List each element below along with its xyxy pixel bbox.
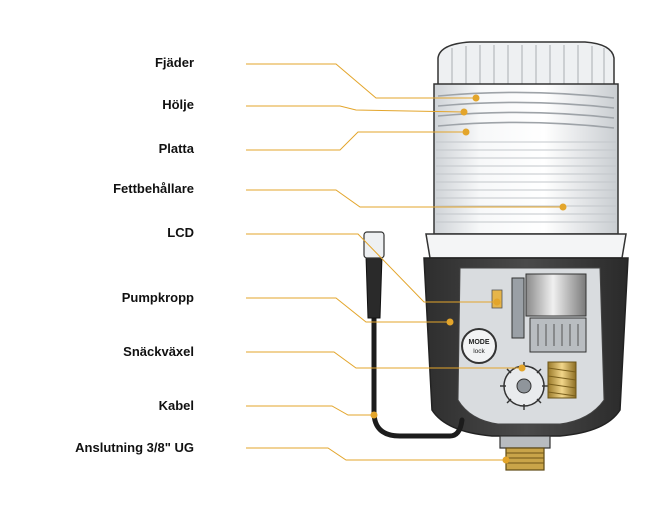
dot-lcd [493,298,501,306]
top-cap [437,41,615,87]
worm-screw [547,361,577,399]
motor [525,273,587,317]
dot-kabel [370,411,378,419]
cable [363,231,465,439]
leader-dots [370,94,567,464]
label-lcd: LCD [167,225,194,240]
cable-strain-relief [365,255,383,319]
cap-ribs [451,45,605,84]
grease-lines [436,141,616,223]
label-pumpkropp: Pumpkropp [121,290,194,305]
collar [425,233,627,259]
pump-housing: MODE lock [423,257,629,437]
label-snackvaxel: Snäckväxel [123,344,194,359]
pump-piston [511,277,525,339]
mode-label: MODE [469,339,490,346]
mode-lock-button[interactable]: MODE lock [461,328,497,364]
cable-wire [371,313,465,439]
label-holje: Hölje [162,97,194,112]
outlet-connection [499,435,551,471]
reservoir [425,41,627,259]
leader-pumpkropp [246,297,450,323]
lock-label: lock [473,348,485,355]
leader-lcd [246,233,497,303]
label-kabel: Kabel [158,398,194,413]
label-anslutning: Anslutning 3/8" UG [75,440,194,455]
dot-snackvaxel [518,364,526,372]
leader-lines [246,63,563,461]
grease-container [433,83,619,235]
leader-kabel [246,405,374,416]
dot-anslutning [502,456,510,464]
dot-fjader [472,94,480,102]
leader-fjader [246,63,476,99]
leader-anslutning [246,447,506,461]
label-platta: Platta [158,141,194,156]
leader-fettbehallare [246,189,563,208]
spring [437,91,615,129]
cable-plug [363,231,385,259]
label-fjader: Fjäder [154,55,194,70]
dot-platta [462,128,470,136]
leader-snackvaxel [246,351,522,369]
gearbox [529,317,587,353]
dot-fettbehallare [559,203,567,211]
dot-holje [460,108,468,116]
leader-platta [246,131,466,151]
dot-pumpkropp [446,318,454,326]
label-fettbehallare: Fettbehållare [113,181,194,196]
leader-holje [246,105,465,113]
